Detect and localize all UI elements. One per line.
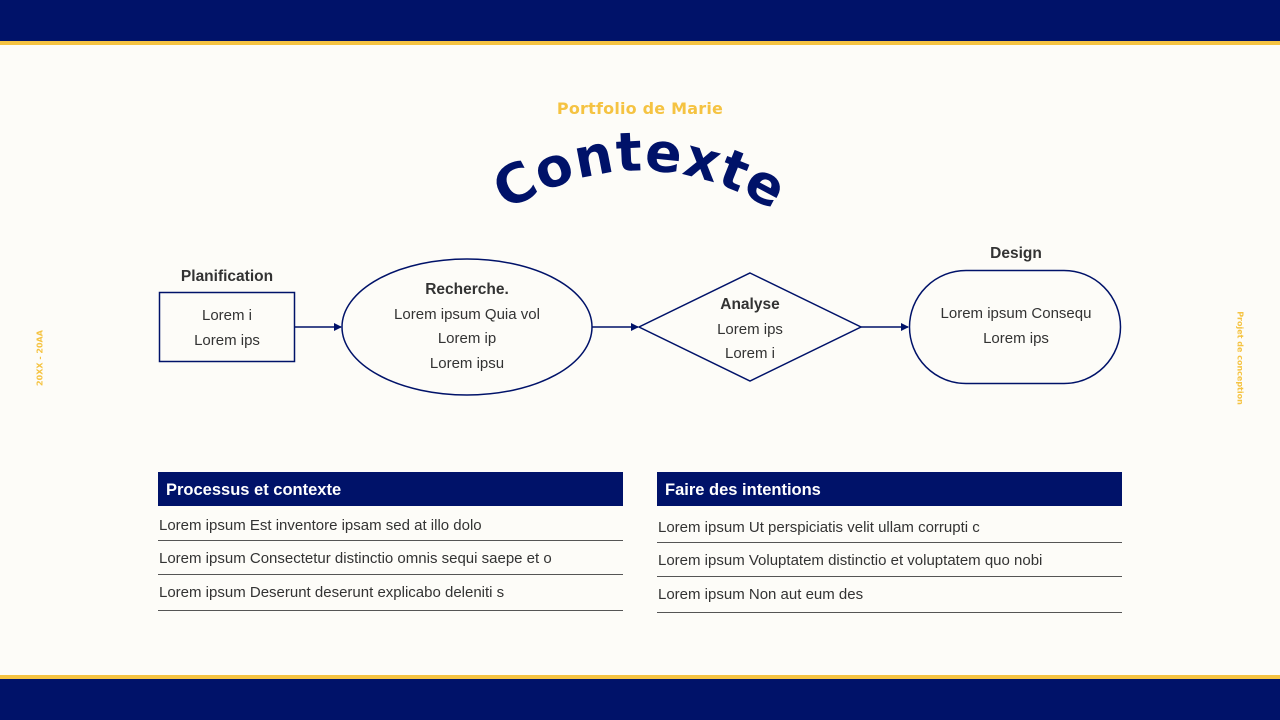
recherche-line-2: Lorem ip [437,330,497,347]
planification-line-1: Lorem i [201,307,253,324]
design-pill [908,269,1122,385]
portfolio-kicker: Portfolio de Marie [556,99,724,118]
planification-line-2: Lorem ips [194,331,260,349]
list-item: Lorem ipsum Non aut eum des [657,577,1122,613]
planification-text: Lorem i Lorem ips [159,304,295,353]
recherche-heading: Recherche. [425,281,509,298]
processus-panel-title: Processus et contexte [158,472,623,506]
recherche-line-1: Lorem ipsum Quia vol [394,305,540,323]
list-item: Lorem ipsum Ut perspiciatis velit ullam … [657,506,1122,543]
page-title: Contexte [483,128,797,222]
design-label: Design [990,245,1042,262]
design-text: Lorem ipsum Consequ Lorem ips [916,302,1116,351]
bottom-band [0,675,1280,720]
design-line-2: Lorem ips [983,329,1049,347]
list-item: Lorem ipsum Voluptatem distinctio et vol… [657,543,1122,577]
analyse-text: Analyse Lorem ips Lorem i [680,293,820,367]
analyse-diamond [637,272,863,382]
design-line-1: Lorem ipsum Consequ [940,305,1092,322]
list-item: Lorem ipsum Est inventore ipsam sed at i… [158,506,623,541]
recherche-line-3: Lorem ipsu [429,354,505,372]
top-band [0,0,1280,45]
planification-box [158,291,296,363]
analyse-heading: Analyse [720,296,780,313]
recherche-text: Recherche. Lorem ipsum Quia vol Lorem ip… [357,278,577,376]
intentions-panel: Faire des intentions Lorem ipsum Ut pers… [657,472,1122,613]
processus-panel: Processus et contexte Lorem ipsum Est in… [158,472,623,611]
list-item: Lorem ipsum Deserunt deserunt explicabo … [158,575,623,611]
analyse-line-1: Lorem ips [717,320,783,338]
list-item: Lorem ipsum Consectetur distinctio omnis… [158,541,623,575]
planification-label: Planification [180,268,274,285]
analyse-line-2: Lorem i [724,345,776,362]
intentions-panel-title: Faire des intentions [657,472,1122,506]
